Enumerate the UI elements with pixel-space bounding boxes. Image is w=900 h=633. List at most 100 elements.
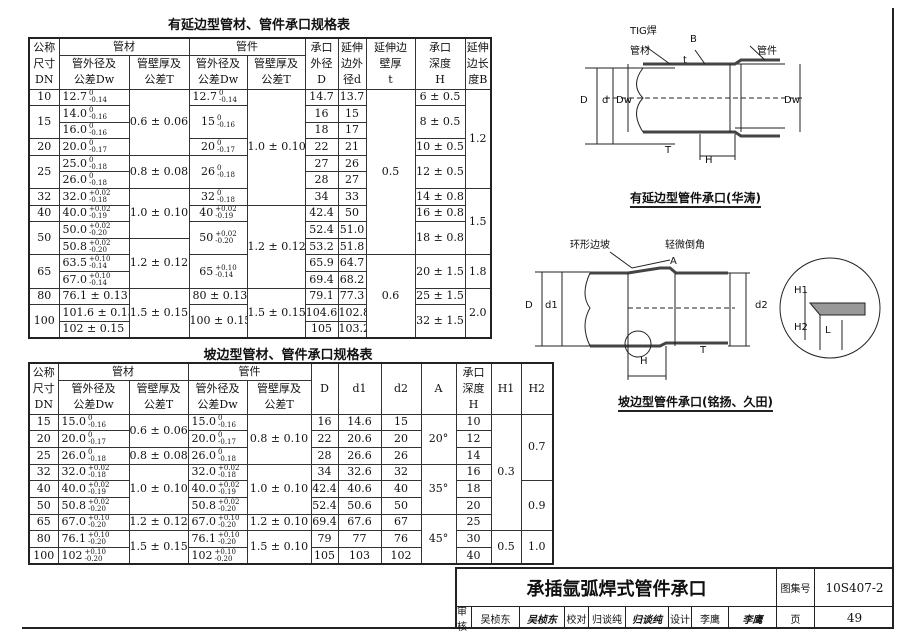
- table-cell: 0.6 ± 0.06: [128, 88, 190, 156]
- tolerance: 0-0.16: [217, 115, 235, 129]
- table-cell: 65.9: [304, 254, 339, 273]
- table-cell: 40.0+0.02-0.19: [58, 204, 130, 223]
- cell-value: 50: [199, 231, 214, 245]
- title-block: 承插氩弧焊式管件承口 图集号 10S407-2 审核 吴桢东 吴桢东 校对 归谈…: [455, 567, 894, 633]
- cell-value: 14.6: [347, 415, 372, 429]
- tolerance-lo: -0.17: [218, 438, 236, 447]
- tolerance-up: +0.02: [218, 481, 240, 490]
- cell-value: 32: [394, 465, 408, 479]
- label-Dw-fitting: Dw: [784, 95, 800, 106]
- tolerance: +0.02-0.18: [89, 190, 110, 204]
- label-D: D: [525, 300, 533, 311]
- table-cell: 25 ± 1.5: [414, 287, 466, 306]
- tolerance-up: +0.10: [88, 531, 110, 540]
- hdr-pipe-t: 管壁厚及公差T: [128, 379, 189, 415]
- hdr-text: 承口: [462, 365, 485, 379]
- label-d2: d2: [755, 300, 768, 311]
- table-cell: 76.1 ± 0.13: [58, 287, 130, 306]
- table-cell: 52.4: [310, 496, 339, 515]
- cell-value: 102: [390, 548, 412, 562]
- cell-value: 13.7: [339, 90, 365, 104]
- table-cell: 21: [337, 138, 367, 156]
- table-cell: 16: [304, 105, 339, 123]
- cell-value: 15: [201, 115, 216, 129]
- cell-value: 25: [466, 515, 481, 529]
- tolerance-lo: -0.14: [215, 270, 234, 279]
- tolerance: +0.02-0.19: [89, 206, 110, 220]
- hdr-d2: d2: [380, 362, 422, 415]
- cell-value: 50.6: [347, 498, 372, 512]
- cell-value: 0.5: [497, 540, 515, 554]
- hdr-fitting: 管件: [187, 362, 312, 381]
- table-cell: 50: [28, 221, 60, 256]
- hdr-fit-t: 管壁厚及公差T: [246, 379, 312, 415]
- table-cell: 32.0+0.02-0.18: [58, 188, 130, 206]
- hdr-fitting: 管件: [188, 37, 306, 56]
- cell-value: 102: [61, 548, 83, 562]
- cell-value: 40: [394, 482, 408, 496]
- tolerance: 0-0.17: [88, 432, 106, 446]
- table-cell: 15: [28, 105, 60, 140]
- tolerance-lo: -0.20: [218, 538, 236, 547]
- hdr-text: 度B: [468, 72, 488, 86]
- table-cell: 50: [28, 496, 59, 515]
- bevel-socket-diagram: [535, 251, 881, 380]
- tolerance: 0-0.18: [89, 173, 107, 187]
- table-cell: 0.9: [520, 480, 554, 532]
- cell-value: 1.2 ± 0.10: [249, 515, 309, 529]
- tolerance: 0-0.18: [89, 156, 107, 171]
- check-label: 校对: [565, 607, 589, 629]
- tolerance-up: +0.02: [88, 497, 110, 506]
- tolerance-up: 0: [217, 163, 222, 172]
- tolerance-up: +0.02: [215, 205, 237, 214]
- cell-value: 26: [201, 164, 216, 178]
- hdr-text: 公称: [32, 365, 55, 379]
- label-t: t: [683, 55, 687, 66]
- cell-value: 16.0: [62, 123, 88, 137]
- cell-value: 40.6: [347, 482, 372, 496]
- cell-value: 26: [394, 448, 408, 462]
- hdr-text: DN: [34, 397, 53, 411]
- label-L: L: [825, 325, 831, 336]
- hdr-fit-t: 管壁厚及公差T: [246, 54, 306, 90]
- table-cell: 100: [28, 304, 60, 339]
- table-cell: 10: [455, 413, 492, 432]
- table-cell: 77.3: [337, 287, 367, 306]
- hdr-text: 尺寸: [32, 381, 55, 395]
- tolerance-up: +0.10: [214, 547, 236, 556]
- tolerance-up: 0: [218, 414, 223, 423]
- cell-value: 1.2 ± 0.12: [247, 239, 305, 253]
- label-chamfer: 轻微倒角: [665, 240, 705, 251]
- hdr-text: 边长: [466, 56, 489, 70]
- table-cell: 16: [455, 463, 492, 482]
- hdr-text: 公差Dw: [73, 73, 115, 86]
- atlas-number: 10S407-2: [815, 569, 894, 607]
- tolerance-lo: -0.14: [89, 96, 107, 105]
- page-label: 页: [777, 607, 815, 629]
- tolerance-up: 0: [89, 105, 94, 114]
- table-cell: 51.0: [337, 221, 367, 239]
- cell-value: 65: [36, 515, 51, 529]
- label-H: H: [640, 356, 648, 367]
- label-H: H: [705, 155, 713, 166]
- table-cell: 40.0+0.02-0.19: [57, 480, 130, 498]
- cell-value: 52.4: [309, 223, 334, 237]
- page-number: 49: [846, 611, 863, 625]
- table-cell: 1.5 ± 0.15: [128, 530, 189, 565]
- hdr-text: 管外径及: [195, 382, 240, 395]
- cell-value: 1.5: [469, 214, 487, 228]
